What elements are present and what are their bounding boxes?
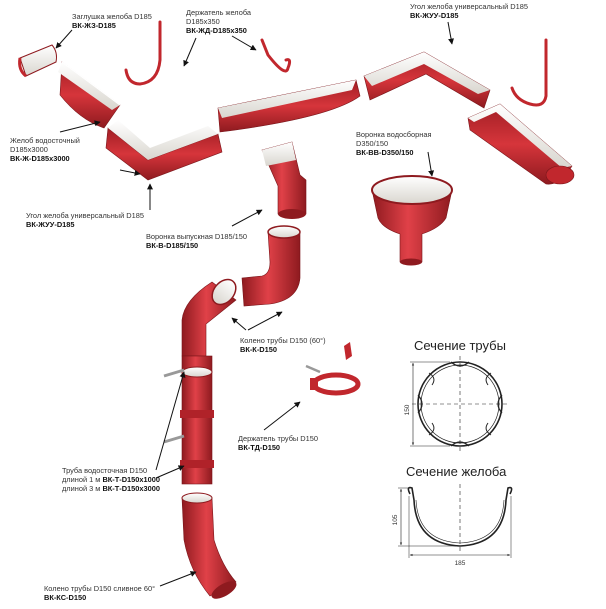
- label-bracket-line-2: D185x350: [186, 17, 220, 26]
- label-drain-elbow-code: ВК-КС-D150: [44, 593, 87, 602]
- label-end-cap-code: ВК-ЖЗ-D185: [72, 21, 116, 30]
- label-pipe-code-2: ВК-Т-D150x1000: [102, 475, 160, 484]
- label-end-cap: Заглушка желоба D185 ВК-ЖЗ-D185: [72, 12, 152, 30]
- label-corner-top-code: ВК-ЖУУ-D185: [410, 11, 459, 20]
- gutter-dim-w-label: 185: [455, 560, 466, 567]
- gutter-section-drawing: [398, 484, 513, 558]
- gutter-right-part: [467, 103, 575, 185]
- label-drain-elbow: Колено трубы D150 сливное 60° ВК-КС-D150: [44, 584, 155, 602]
- end-cap-part: [18, 44, 57, 78]
- label-pipe-bracket-line: Держатель трубы D150: [238, 434, 318, 443]
- label-funnel-outlet-code: ВК-В-D185/150: [146, 241, 199, 250]
- gutter-dim-h-label: 105: [392, 514, 399, 525]
- label-funnel-outlet-line: Воронка выпускная D185/150: [146, 232, 247, 241]
- label-pipe-code-3: ВК-Т-D150x3000: [102, 484, 160, 493]
- bracket-part-far-right: [510, 38, 548, 107]
- label-funnel-collect-line-2: D350/150: [356, 139, 389, 148]
- label-funnel-collect-code: ВК-ВВ-D350/150: [356, 148, 414, 157]
- label-pipe-line-2-text: длиной 1 м: [62, 475, 101, 484]
- label-pipe-line-3-text: длиной 3 м: [62, 484, 101, 493]
- gutter-middle-part: [217, 79, 361, 133]
- label-corner-left-line: Угол желоба универсальный D185: [26, 211, 144, 220]
- label-bracket-line-1: Держатель желоба: [186, 8, 251, 17]
- corner-top-part: [363, 51, 491, 109]
- label-end-cap-line: Заглушка желоба D185: [72, 12, 152, 21]
- label-pipe-bracket-code: ВК-ТД-D150: [238, 443, 281, 452]
- label-gutter-code: ВК-Ж-D185x3000: [10, 154, 70, 163]
- label-corner-top-line: Угол желоба универсальный D185: [410, 2, 528, 11]
- label-pipe-line-2: длиной 1 м ВК-Т-D150x1000: [62, 475, 160, 484]
- label-gutter: Желоб водосточный D185x3000 ВК-Ж-D185x30…: [10, 136, 80, 163]
- label-pipe: Труба водосточная D150 длиной 1 м ВК-Т-D…: [62, 466, 160, 493]
- bracket-part-left: [124, 20, 162, 86]
- bracket-part-right: [260, 38, 292, 73]
- label-drain-elbow-line: Колено трубы D150 сливное 60°: [44, 584, 156, 593]
- gutter-part: [58, 61, 121, 129]
- drain-elbow-part: [181, 492, 237, 599]
- label-bracket: Держатель желоба D185x350 ВК-ЖД-D185x350: [186, 8, 251, 35]
- label-pipe-line-3: длиной 3 м ВК-Т-D150x3000: [62, 484, 160, 493]
- elbow-upper-part: [181, 278, 237, 357]
- outlet-funnel-part: [261, 141, 307, 219]
- label-gutter-line-1: Желоб водосточный: [10, 136, 80, 145]
- label-bracket-code: ВК-ЖД-D185x350: [186, 26, 247, 35]
- label-pipe-bracket: Держатель трубы D150 ВК-ТД-D150: [238, 434, 318, 452]
- pipe-section-title: Сечение трубы: [414, 338, 506, 353]
- callout-arrows: [55, 21, 454, 587]
- label-elbow-code: ВК-К-D150: [240, 345, 277, 354]
- pipe-section-drawing: [410, 356, 508, 452]
- corner-left-part: [105, 120, 223, 181]
- label-corner-left: Угол желоба универсальный D185 ВК-ЖУУ-D1…: [26, 211, 144, 229]
- label-pipe-line-1: Труба водосточная D150: [62, 466, 148, 475]
- collecting-funnel-part: [371, 175, 453, 266]
- label-corner-top: Угол желоба универсальный D185 ВК-ЖУУ-D1…: [410, 2, 528, 20]
- label-elbow-line: Колено трубы D150 (60°): [240, 336, 326, 345]
- label-funnel-collect-line-1: Воронка водосборная: [356, 130, 432, 139]
- elbow-part: [241, 225, 301, 307]
- label-gutter-line-2: D185x3000: [10, 145, 48, 154]
- label-funnel-outlet: Воронка выпускная D185/150 ВК-В-D185/150: [146, 232, 247, 250]
- label-elbow: Колено трубы D150 (60°) ВК-К-D150: [240, 336, 326, 354]
- label-funnel-collect: Воронка водосборная D350/150 ВК-ВВ-D350/…: [356, 130, 431, 157]
- gutter-section-title: Сечение желоба: [406, 464, 507, 479]
- downpipe-part: [163, 355, 214, 485]
- pipe-dim-label: 150: [404, 404, 411, 415]
- pipe-bracket-part: [305, 342, 361, 396]
- label-corner-left-code: ВК-ЖУУ-D185: [26, 220, 75, 229]
